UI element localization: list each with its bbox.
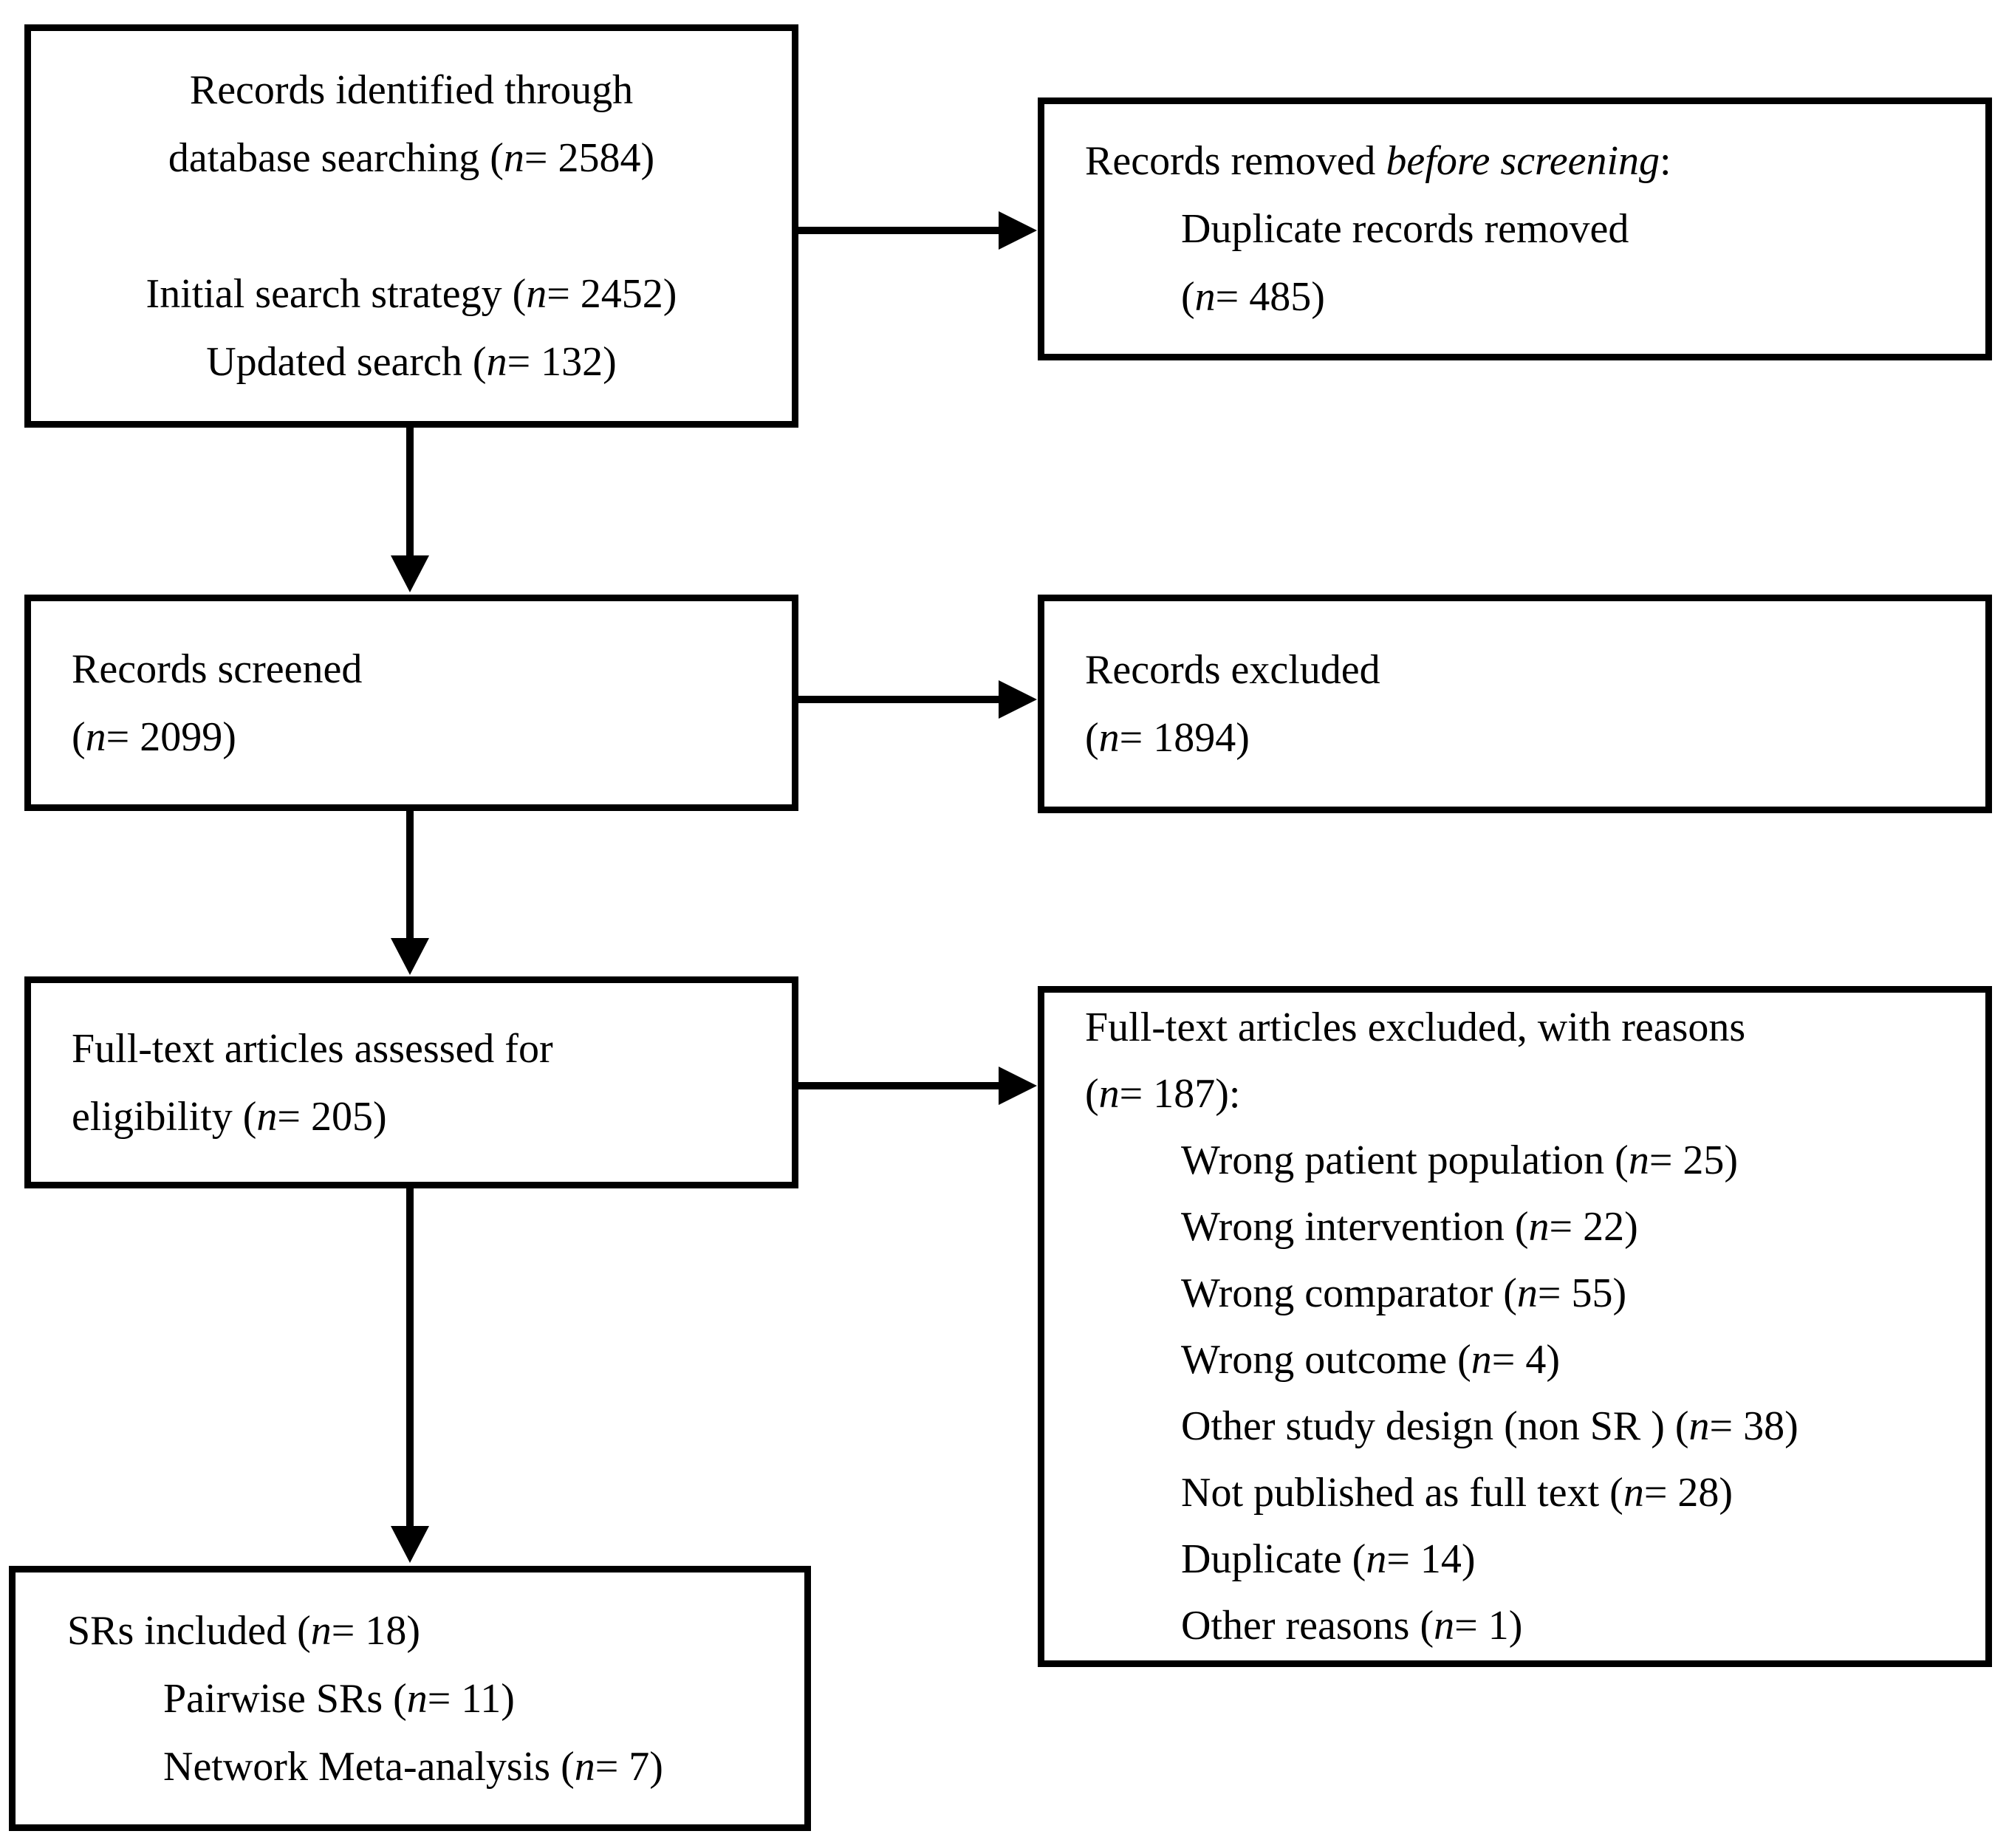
text-line: Wrong intervention (n= 22) bbox=[1181, 1204, 1638, 1250]
text-line: Full-text articles assessed for bbox=[72, 1025, 553, 1072]
text-line: (n= 187): bbox=[1085, 1071, 1241, 1117]
text-line: Duplicate (n= 14) bbox=[1181, 1536, 1476, 1582]
arrow-screened-to-fulltext bbox=[391, 811, 429, 975]
text-line: (n= 2099) bbox=[72, 713, 236, 760]
flow-box-identification: Records identified through database searc… bbox=[24, 24, 798, 428]
text-line: SRs included (n= 18) bbox=[67, 1607, 420, 1654]
text-line: Records removed before screening: bbox=[1085, 138, 1671, 184]
text-line: Wrong outcome (n= 4) bbox=[1181, 1337, 1560, 1383]
text-line: Network Meta-analysis (n= 7) bbox=[163, 1743, 663, 1790]
text-line: database searching (n= 2584) bbox=[168, 135, 655, 181]
text-line bbox=[31, 192, 792, 260]
text-line: Wrong comparator (n= 55) bbox=[1181, 1270, 1627, 1316]
arrow-fulltext-to-included bbox=[391, 1188, 429, 1563]
text-line: (n= 485) bbox=[1181, 274, 1325, 320]
text-line: Other reasons (n= 1) bbox=[1181, 1603, 1523, 1649]
flow-box-fulltext-assessed: Full-text articles assessed for eligibili… bbox=[24, 976, 798, 1188]
text-line: (n= 1894) bbox=[1085, 715, 1250, 761]
arrow-identification-to-removed bbox=[798, 211, 1037, 250]
text-line: Wrong patient population (n= 25) bbox=[1181, 1137, 1739, 1183]
text-line: Other study design (non SR ) (n= 38) bbox=[1181, 1403, 1798, 1449]
text-line: Records identified through bbox=[189, 67, 634, 113]
text-line: Initial search strategy (n= 2452) bbox=[146, 271, 677, 317]
text-line: Pairwise SRs (n= 11) bbox=[163, 1675, 515, 1722]
flow-box-records-screened: Records screened (n= 2099) bbox=[24, 595, 798, 811]
text-line: Records excluded bbox=[1085, 647, 1380, 693]
text-line: Updated search (n= 132) bbox=[206, 339, 617, 385]
arrow-identification-to-screened bbox=[391, 428, 429, 592]
arrow-screened-to-excluded bbox=[798, 680, 1037, 719]
arrow-fulltext-to-excluded bbox=[798, 1067, 1037, 1105]
text-line: Records screened bbox=[72, 646, 363, 692]
text-line: eligibility (n= 205) bbox=[72, 1093, 387, 1140]
flow-box-records-excluded: Records excluded (n= 1894) bbox=[1038, 595, 1992, 813]
text-line: Duplicate records removed bbox=[1181, 206, 1629, 252]
flow-box-srs-included: SRs included (n= 18) Pairwise SRs (n= 11)… bbox=[9, 1566, 811, 1831]
flow-box-fulltext-excluded-reasons: Full-text articles excluded, with reason… bbox=[1038, 986, 1992, 1667]
text-line: Not published as full text (n= 28) bbox=[1181, 1470, 1734, 1516]
text-line: Full-text articles excluded, with reason… bbox=[1085, 1005, 1746, 1050]
flow-box-records-removed-before-screening: Records removed before screening: Duplica… bbox=[1038, 97, 1992, 360]
